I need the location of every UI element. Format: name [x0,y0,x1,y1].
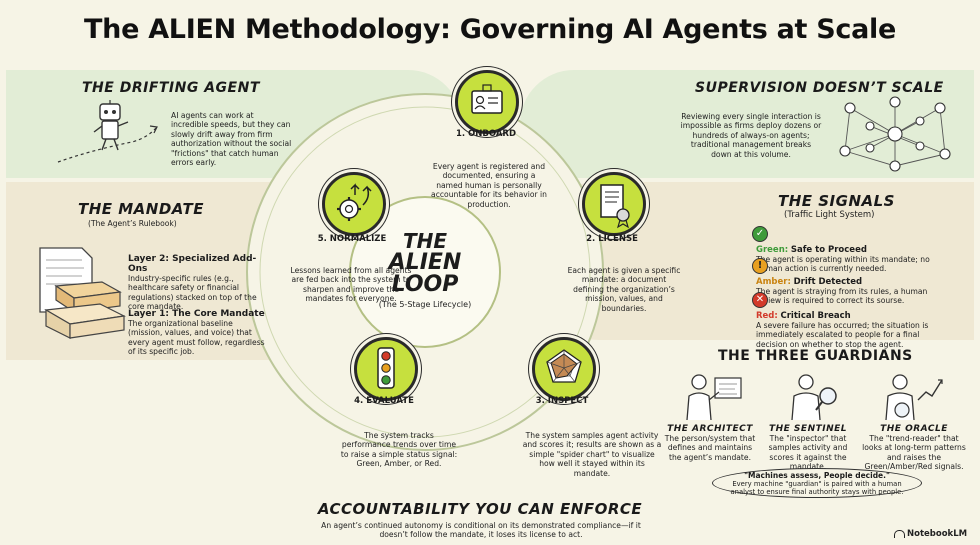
layer1-block: Layer 1: The Core Mandate The organizati… [128,309,268,357]
layer1-title: Layer 1: The Core Mandate [128,309,265,319]
supervision-heading: SUPERVISION DOESN’T SCALE [695,80,944,96]
stage-license-text: Each agent is given a specific mandate: … [567,266,681,313]
drifting-agent-heading: THE DRIFTING AGENT [82,80,260,96]
signal-red: ✕ Red: Critical Breach A severe failure … [752,292,952,349]
license-document-icon [600,184,630,229]
supervision-text: Reviewing every single interaction is im… [680,112,822,159]
architect-name: THE ARCHITECT [667,424,753,434]
loop-title-line3: LOOP [391,272,459,297]
layer2-block: Layer 2: Specialized Add-Ons Industry-sp… [128,254,268,312]
signal-amber: ! Amber: Drift Detected The agent is str… [752,258,952,306]
stage-normalize-label: 5. NORMALIZE [317,234,387,244]
oracle-block: THE ORACLE The "trend-reader" that looks… [860,424,968,472]
stage-onboard-badge [455,70,519,134]
signals-subheading: (Traffic Light System) [784,210,875,220]
page-title: The ALIEN Methodology: Governing AI Agen… [84,14,896,45]
stage-onboard-label: 1. ONBOARD [455,129,517,139]
network-icon [839,96,951,172]
oracle-text: The "trend-reader" that looks at long-te… [862,434,966,472]
signal-red-title: Critical Breach [780,311,851,321]
quote-text: Every machine "guardian" is paired with … [730,480,904,496]
gear-arrows-icon [337,183,372,221]
warning-icon: ! [752,258,768,274]
stage-inspect-label: 3. INSPECT [535,396,589,406]
quote-bubble: "Machines assess, People decide." Every … [712,468,922,498]
supervision-panel [520,70,974,178]
signal-green-text: The agent is operating within its mandat… [756,255,930,274]
guardians-heading: THE THREE GUARDIANS [718,348,913,364]
stage-license-label: 2. LICENSE [586,234,638,244]
signal-amber-label: Amber: [756,277,791,287]
mandate-heading: THE MANDATE [78,200,204,218]
accountability-heading: ACCOUNTABILITY YOU CAN ENFORCE [317,500,643,518]
rulebook-stack-icon [39,247,126,339]
architect-block: THE ARCHITECT The person/system that def… [662,424,758,462]
stage-evaluate-badge [354,337,418,401]
brand-name: NotebookLM [907,529,968,539]
stage-license-badge [582,172,646,236]
robot-icon [57,100,158,163]
accountability-text: An agent’s continued autonomy is conditi… [321,521,641,540]
traffic-light-icon [377,347,395,389]
stage-normalize-badge [322,172,386,236]
sentinel-icon [791,374,837,421]
close-icon: ✕ [752,292,768,308]
layer2-title: Layer 2: Specialized Add-Ons [128,254,257,274]
layer1-text: The organizational baseline (mission, va… [128,319,265,357]
stage-evaluate-label: 4. EVALUATE [354,396,414,406]
oracle-name: THE ORACLE [880,424,948,434]
signals-heading: THE SIGNALS [778,192,895,210]
brand-logo: NotebookLM [894,529,967,539]
signal-red-label: Red: [756,311,778,321]
sentinel-block: THE SENTINEL The "inspector" that sample… [760,424,856,472]
loop-subtitle: (The 5-Stage Lifecycle) [378,300,472,309]
stage-onboard-text: Every agent is registered and documented… [431,162,547,209]
signal-amber-title: Drift Detected [793,277,863,287]
quote-title: "Machines assess, People decide." [744,471,890,480]
loop-title-line1: THE [402,229,448,253]
check-icon: ✓ [752,226,768,242]
architect-text: The person/system that defines and maint… [664,434,756,462]
signal-amber-text: The agent is straying from its rules, a … [756,287,928,306]
signal-green-label: Green: [756,245,789,255]
stage-inspect-text: The system samples agent activity and sc… [522,431,662,478]
drifting-agent-text: AI agents can work at incredible speeds,… [171,111,292,168]
brand-icon [894,529,905,538]
loop-title-line2: ALIEN [388,250,462,275]
oracle-icon [885,374,943,421]
stage-evaluate-text: The system tracks performance trends ove… [340,431,458,469]
id-badge-icon [471,84,503,114]
architect-icon [686,374,742,421]
loop-title: THE ALIEN LOOP [375,230,475,296]
signal-green-title: Safe to Proceed [790,245,867,255]
spider-chart-icon [546,349,582,383]
sentinel-name: THE SENTINEL [768,424,848,434]
layer2-text: Industry-specific rules (e.g., healthcar… [128,274,257,312]
mandate-subheading: (The Agent’s Rulebook) [88,219,177,228]
signal-red-text: A severe failure has occurred; the situa… [756,321,929,349]
stage-normalize-text: Lessons learned from all agents are fed … [290,266,412,304]
signal-green: ✓ Green: Safe to Proceed The agent is op… [752,226,952,274]
stage-inspect-badge [532,337,596,401]
sentinel-text: The "inspector" that samples activity an… [768,434,848,472]
